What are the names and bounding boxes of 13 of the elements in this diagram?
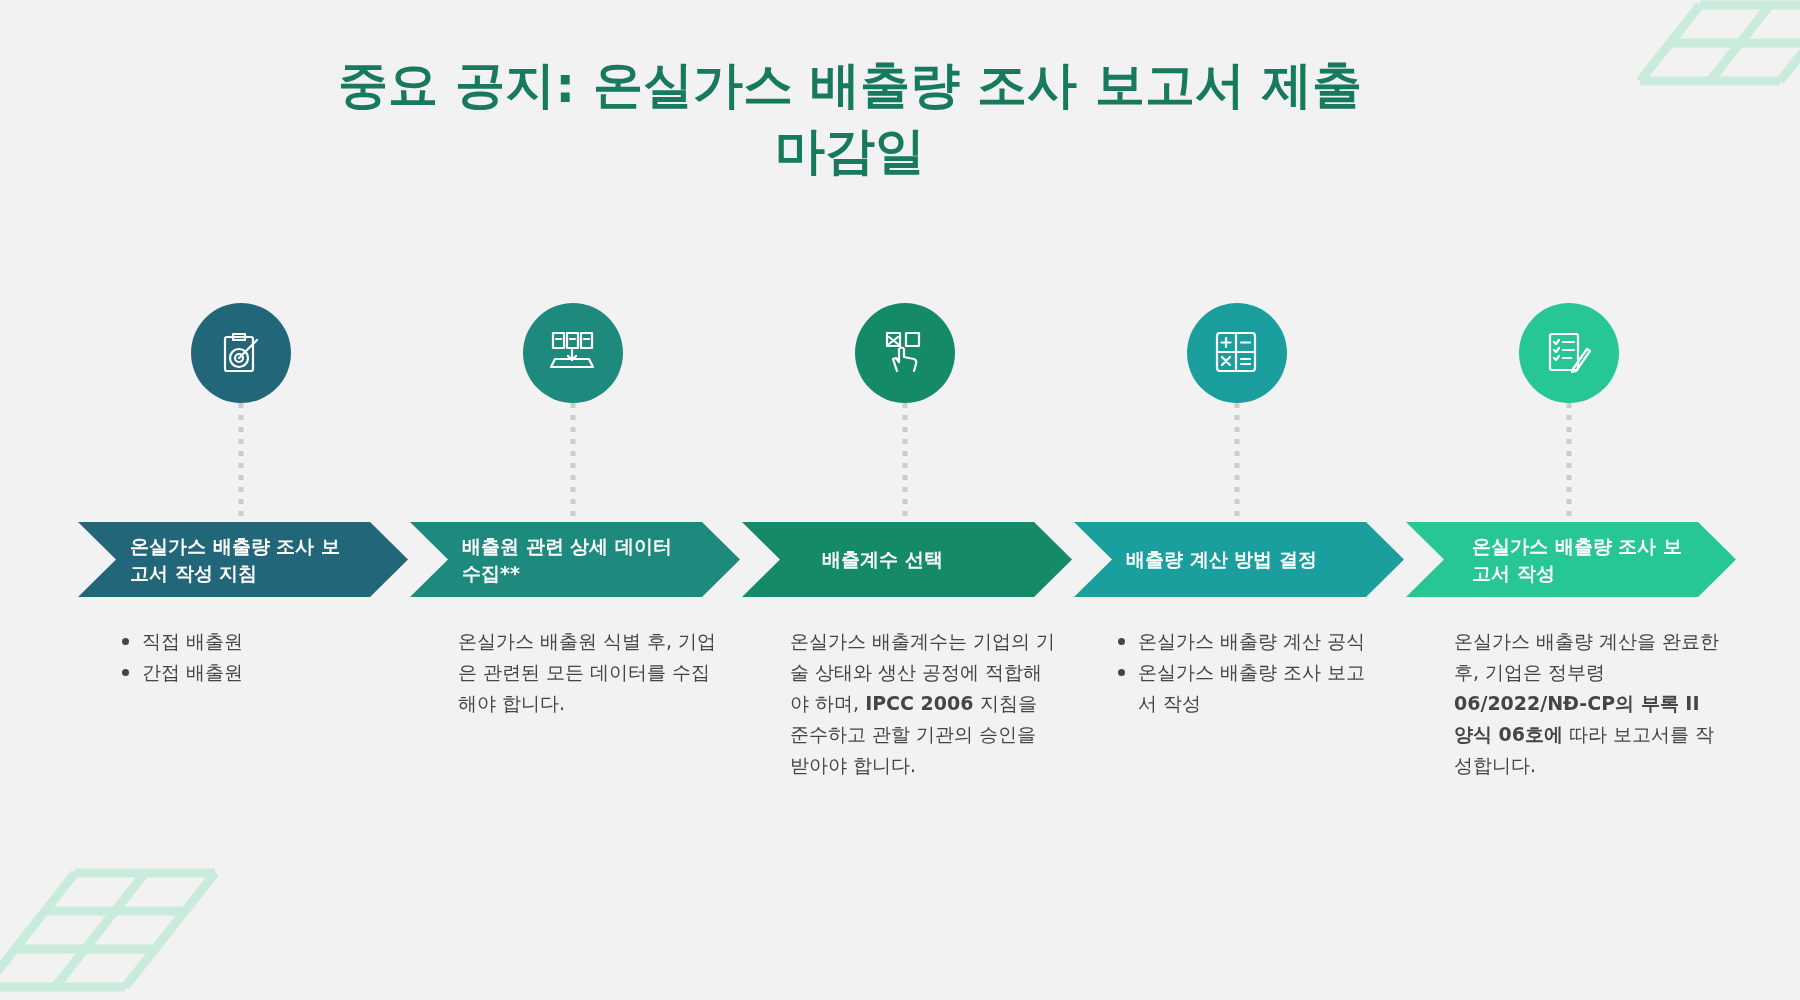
bullet-item: 직접 배출원 [142, 630, 244, 652]
title: 중요 공지: 온실가스 배출량 조사 보고서 제출 마감일 [336, 55, 1364, 182]
bullet-item: 온실가스 배출량 조사 보고서 작성 [1138, 661, 1366, 714]
bullet-item: 온실가스 배출량 계산 공식 [1138, 630, 1366, 652]
step-title: 배출원 관련 상세 데이터 수집** [462, 533, 673, 586]
bullet-item: 간접 배출원 [142, 661, 244, 683]
description-text: 온실가스 배출량 계산을 완료한 후, 기업은 정부령 06/2022/NĐ-CP의 부록 II 양식 06호에 따라 보고서를 작성합니다. [1454, 629, 1721, 778]
description-text: 온실가스 배출계수는 기업의 기술 상태와 생산 공정에 적합해야 하며, IPCC 2006 지침을 준수하고 관할 기관의 승인을 받아야 합니다. [790, 629, 1057, 778]
step-title: 배출계수 선택 [822, 547, 943, 572]
step-title: 온실가스 배출량 조사 보고서 작성 [1472, 533, 1683, 586]
description-text: 온실가스 배출원 식별 후, 기업은 관련된 모든 데이터를 수집해야 합니다. [458, 629, 718, 716]
step-title: 온실가스 배출량 조사 보고서 작성 지침 [130, 533, 341, 586]
step-title: 배출량 계산 방법 결정 [1126, 547, 1317, 572]
